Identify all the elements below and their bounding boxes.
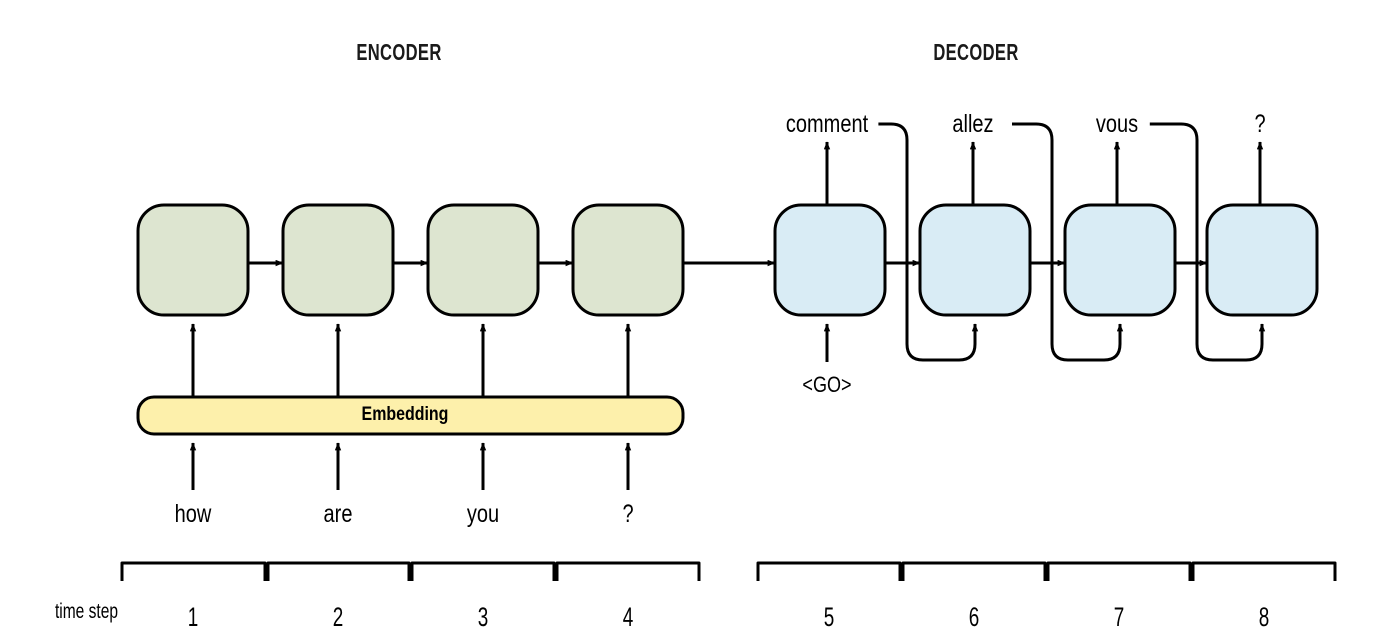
decoder-cell-3[interactable] <box>1063 203 1177 317</box>
decoder-cell-1[interactable] <box>773 203 887 317</box>
time-step-bracket-4 <box>555 561 701 581</box>
time-step-number-4: 4 <box>622 602 634 630</box>
encoder-input-word-3: you <box>466 500 500 528</box>
time-step-bracket-5 <box>756 561 902 581</box>
time-step-bracket-7 <box>1046 561 1192 581</box>
encoder-cell-1[interactable] <box>136 203 250 317</box>
time-step-bracket-8 <box>1191 561 1337 581</box>
decoder-output-word-2: allez <box>952 110 994 138</box>
decoder-cell-2[interactable] <box>918 203 1032 317</box>
decoder-output-word-4: ? <box>1254 110 1266 138</box>
time-step-number-8: 8 <box>1258 602 1270 630</box>
decoder-feedback-curve-3 <box>1149 122 1266 362</box>
time-step-bracket-2 <box>266 561 411 581</box>
decoder-output-word-1: comment <box>785 110 869 138</box>
time-step-number-5: 5 <box>823 602 835 630</box>
time-step-number-3: 3 <box>477 602 489 630</box>
decoder-output-word-3: vous <box>1095 110 1139 138</box>
time-step-number-1: 1 <box>187 602 199 630</box>
encoder-title: ENCODER <box>356 39 442 65</box>
decoder-feedback-curve-2 <box>1012 122 1124 362</box>
decoder-cell-4[interactable] <box>1205 203 1319 317</box>
encoder-input-word-2: are <box>323 500 353 528</box>
time-step-bracket-6 <box>901 561 1047 581</box>
decoder-title: DECODER <box>933 39 1019 65</box>
embedding-bar[interactable] <box>136 395 685 436</box>
time-step-number-6: 6 <box>968 602 980 630</box>
time-step-bracket-1 <box>120 561 267 581</box>
time-step-caption: time step <box>54 600 118 623</box>
encoder-cell-3[interactable] <box>426 203 540 317</box>
time-step-bracket-3 <box>410 561 556 581</box>
time-step-number-2: 2 <box>332 602 344 630</box>
encoder-input-word-1: how <box>174 500 212 528</box>
embedding-label: Embedding <box>361 404 449 425</box>
decoder-feedback-curve-1 <box>878 122 979 362</box>
encoder-cell-4[interactable] <box>571 203 685 317</box>
encoder-cell-2[interactable] <box>281 203 395 317</box>
start-token-label: <GO> <box>802 372 852 397</box>
encoder-input-word-4: ? <box>622 500 634 528</box>
time-step-number-7: 7 <box>1113 602 1125 630</box>
